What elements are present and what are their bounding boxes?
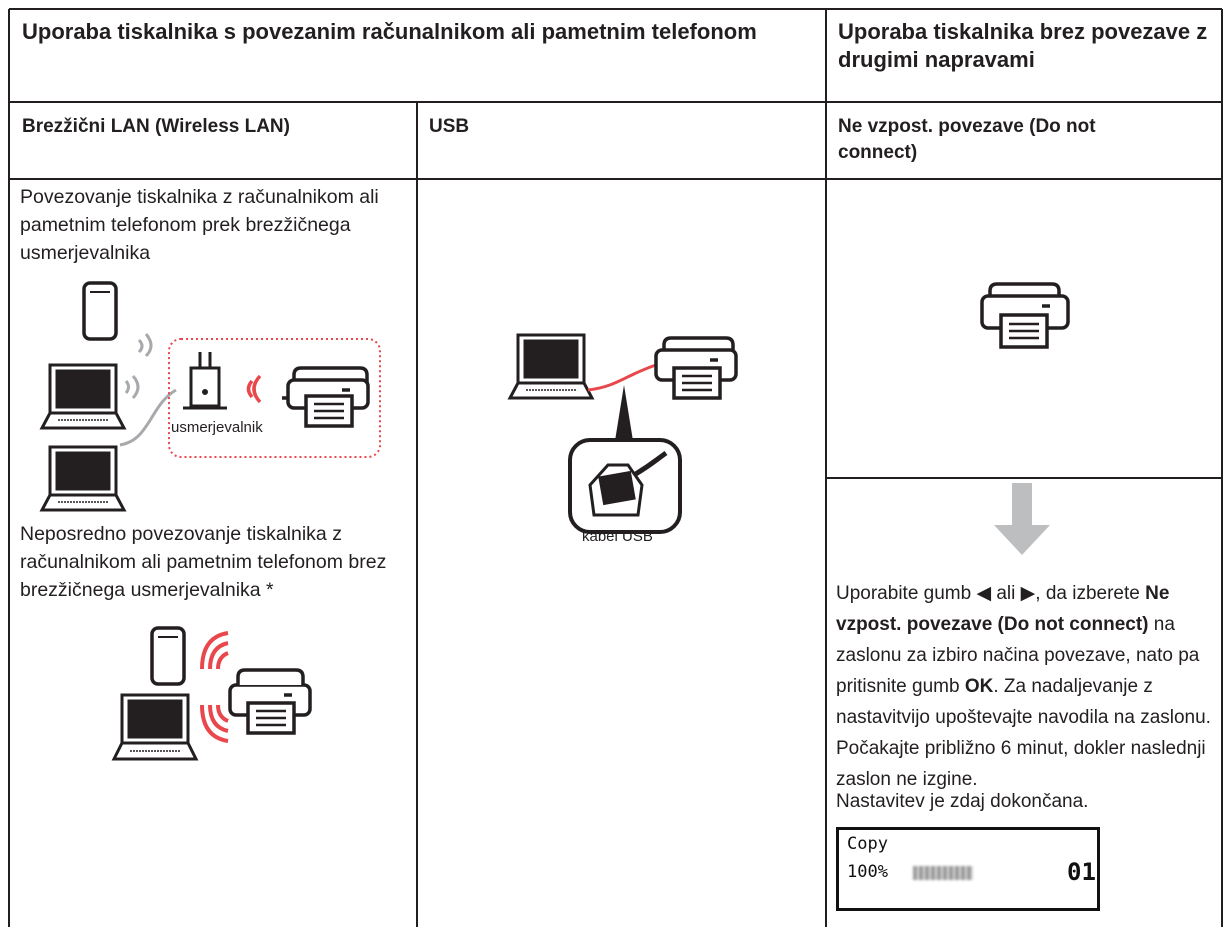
column-do-not-connect: Ne vzpost. povezave (Do not connect) — [838, 116, 1096, 163]
router-label: usmerjevalnik — [171, 419, 263, 436]
lcd-paper-size-blurred — [913, 866, 973, 880]
header-standalone: Uporaba tiskalnika brez povezave z drugi… — [838, 19, 1208, 72]
printer-icon — [654, 336, 738, 400]
laptop-icon — [507, 333, 595, 400]
wireless-direct-text: Neposredno povezovanje tiskalnika z raču… — [20, 523, 387, 601]
usb-cable — [587, 363, 657, 392]
lcd-mode: Copy — [847, 834, 888, 854]
setup-complete-text: Nastavitev je zdaj dokončana. — [836, 791, 1089, 812]
standalone-instructions: Uporabite gumb ◀ ali ▶, da izberete Ne v… — [836, 583, 1211, 790]
column-usb: USB — [429, 116, 470, 137]
wireless-signal-icon — [246, 374, 262, 404]
printer-lcd-screen: Copy 100% 01 — [836, 827, 1100, 911]
arrow-down-icon — [994, 483, 1050, 555]
standalone-printer-icon — [980, 282, 1070, 349]
router-connection-illustration — [39, 281, 381, 512]
laptop-icon — [39, 363, 127, 430]
wireless-via-router-text: Povezovanje tiskalnika z računalnikom al… — [20, 186, 379, 264]
printer-icon — [228, 668, 312, 735]
laptop-icon — [39, 445, 127, 512]
router-icon — [183, 352, 227, 410]
smartphone-icon — [82, 281, 118, 341]
wifi-waves-icon — [137, 333, 153, 358]
lcd-copies: 01 — [1067, 858, 1096, 886]
header-connected: Uporaba tiskalnika s povezanim računalni… — [22, 19, 757, 44]
column-wireless: Brezžični LAN (Wireless LAN) — [22, 116, 290, 137]
wireless-signal-icon — [200, 631, 229, 743]
smartphone-icon — [150, 626, 186, 686]
lcd-zoom: 100% — [847, 862, 888, 882]
printer-icon — [282, 366, 370, 428]
laptop-icon — [111, 693, 199, 761]
usb-connection-illustration — [507, 333, 738, 534]
direct-connection-illustration — [111, 626, 312, 761]
usb-cable-label: kabel USB — [582, 528, 653, 545]
